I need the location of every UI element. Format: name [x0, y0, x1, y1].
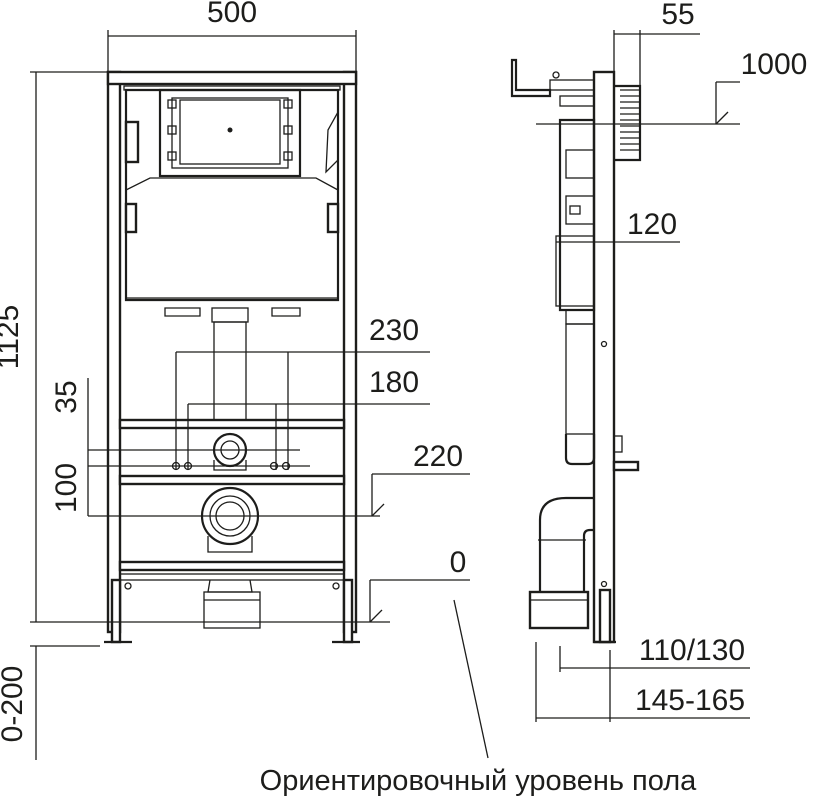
- left-upright: [106, 70, 122, 634]
- height-220-label: 220: [413, 440, 463, 473]
- depth-range-label: 145-165: [635, 684, 745, 717]
- level-0-label: 0: [450, 546, 467, 579]
- service-opening: [158, 88, 302, 178]
- spacing-180-label: 180: [369, 366, 419, 399]
- side-upright: [592, 70, 616, 644]
- floor-level-caption: Ориентировочный уровень пола: [260, 765, 698, 797]
- side-cistern: [558, 118, 596, 312]
- height-1000-label: 1000: [741, 48, 808, 81]
- adjust-range-label: 0-200: [0, 666, 29, 743]
- mounting-rail-lower: [118, 474, 346, 486]
- floor-leader-line: [453, 599, 489, 759]
- pipe-size-label: 110/130: [639, 634, 745, 667]
- depth-120-label: 120: [627, 208, 677, 241]
- height-dimension: 1125: [0, 305, 25, 370]
- drain-pipe: [203, 591, 261, 629]
- flush-pipe: [213, 321, 247, 421]
- offset-35-label: 35: [50, 380, 83, 413]
- mounting-rail-upper: [118, 418, 346, 430]
- side-drain-elbow: [582, 528, 594, 600]
- offset-100-label: 100: [50, 463, 83, 513]
- side-drain-pipe: [528, 590, 590, 630]
- top-rail: [106, 70, 358, 86]
- width-dimension: 500: [207, 0, 257, 29]
- front-view: [30, 30, 470, 760]
- spacing-230-label: 230: [369, 314, 419, 347]
- cistern: [124, 88, 340, 302]
- depth-55-label: 55: [661, 0, 694, 31]
- side-view: [510, 30, 750, 722]
